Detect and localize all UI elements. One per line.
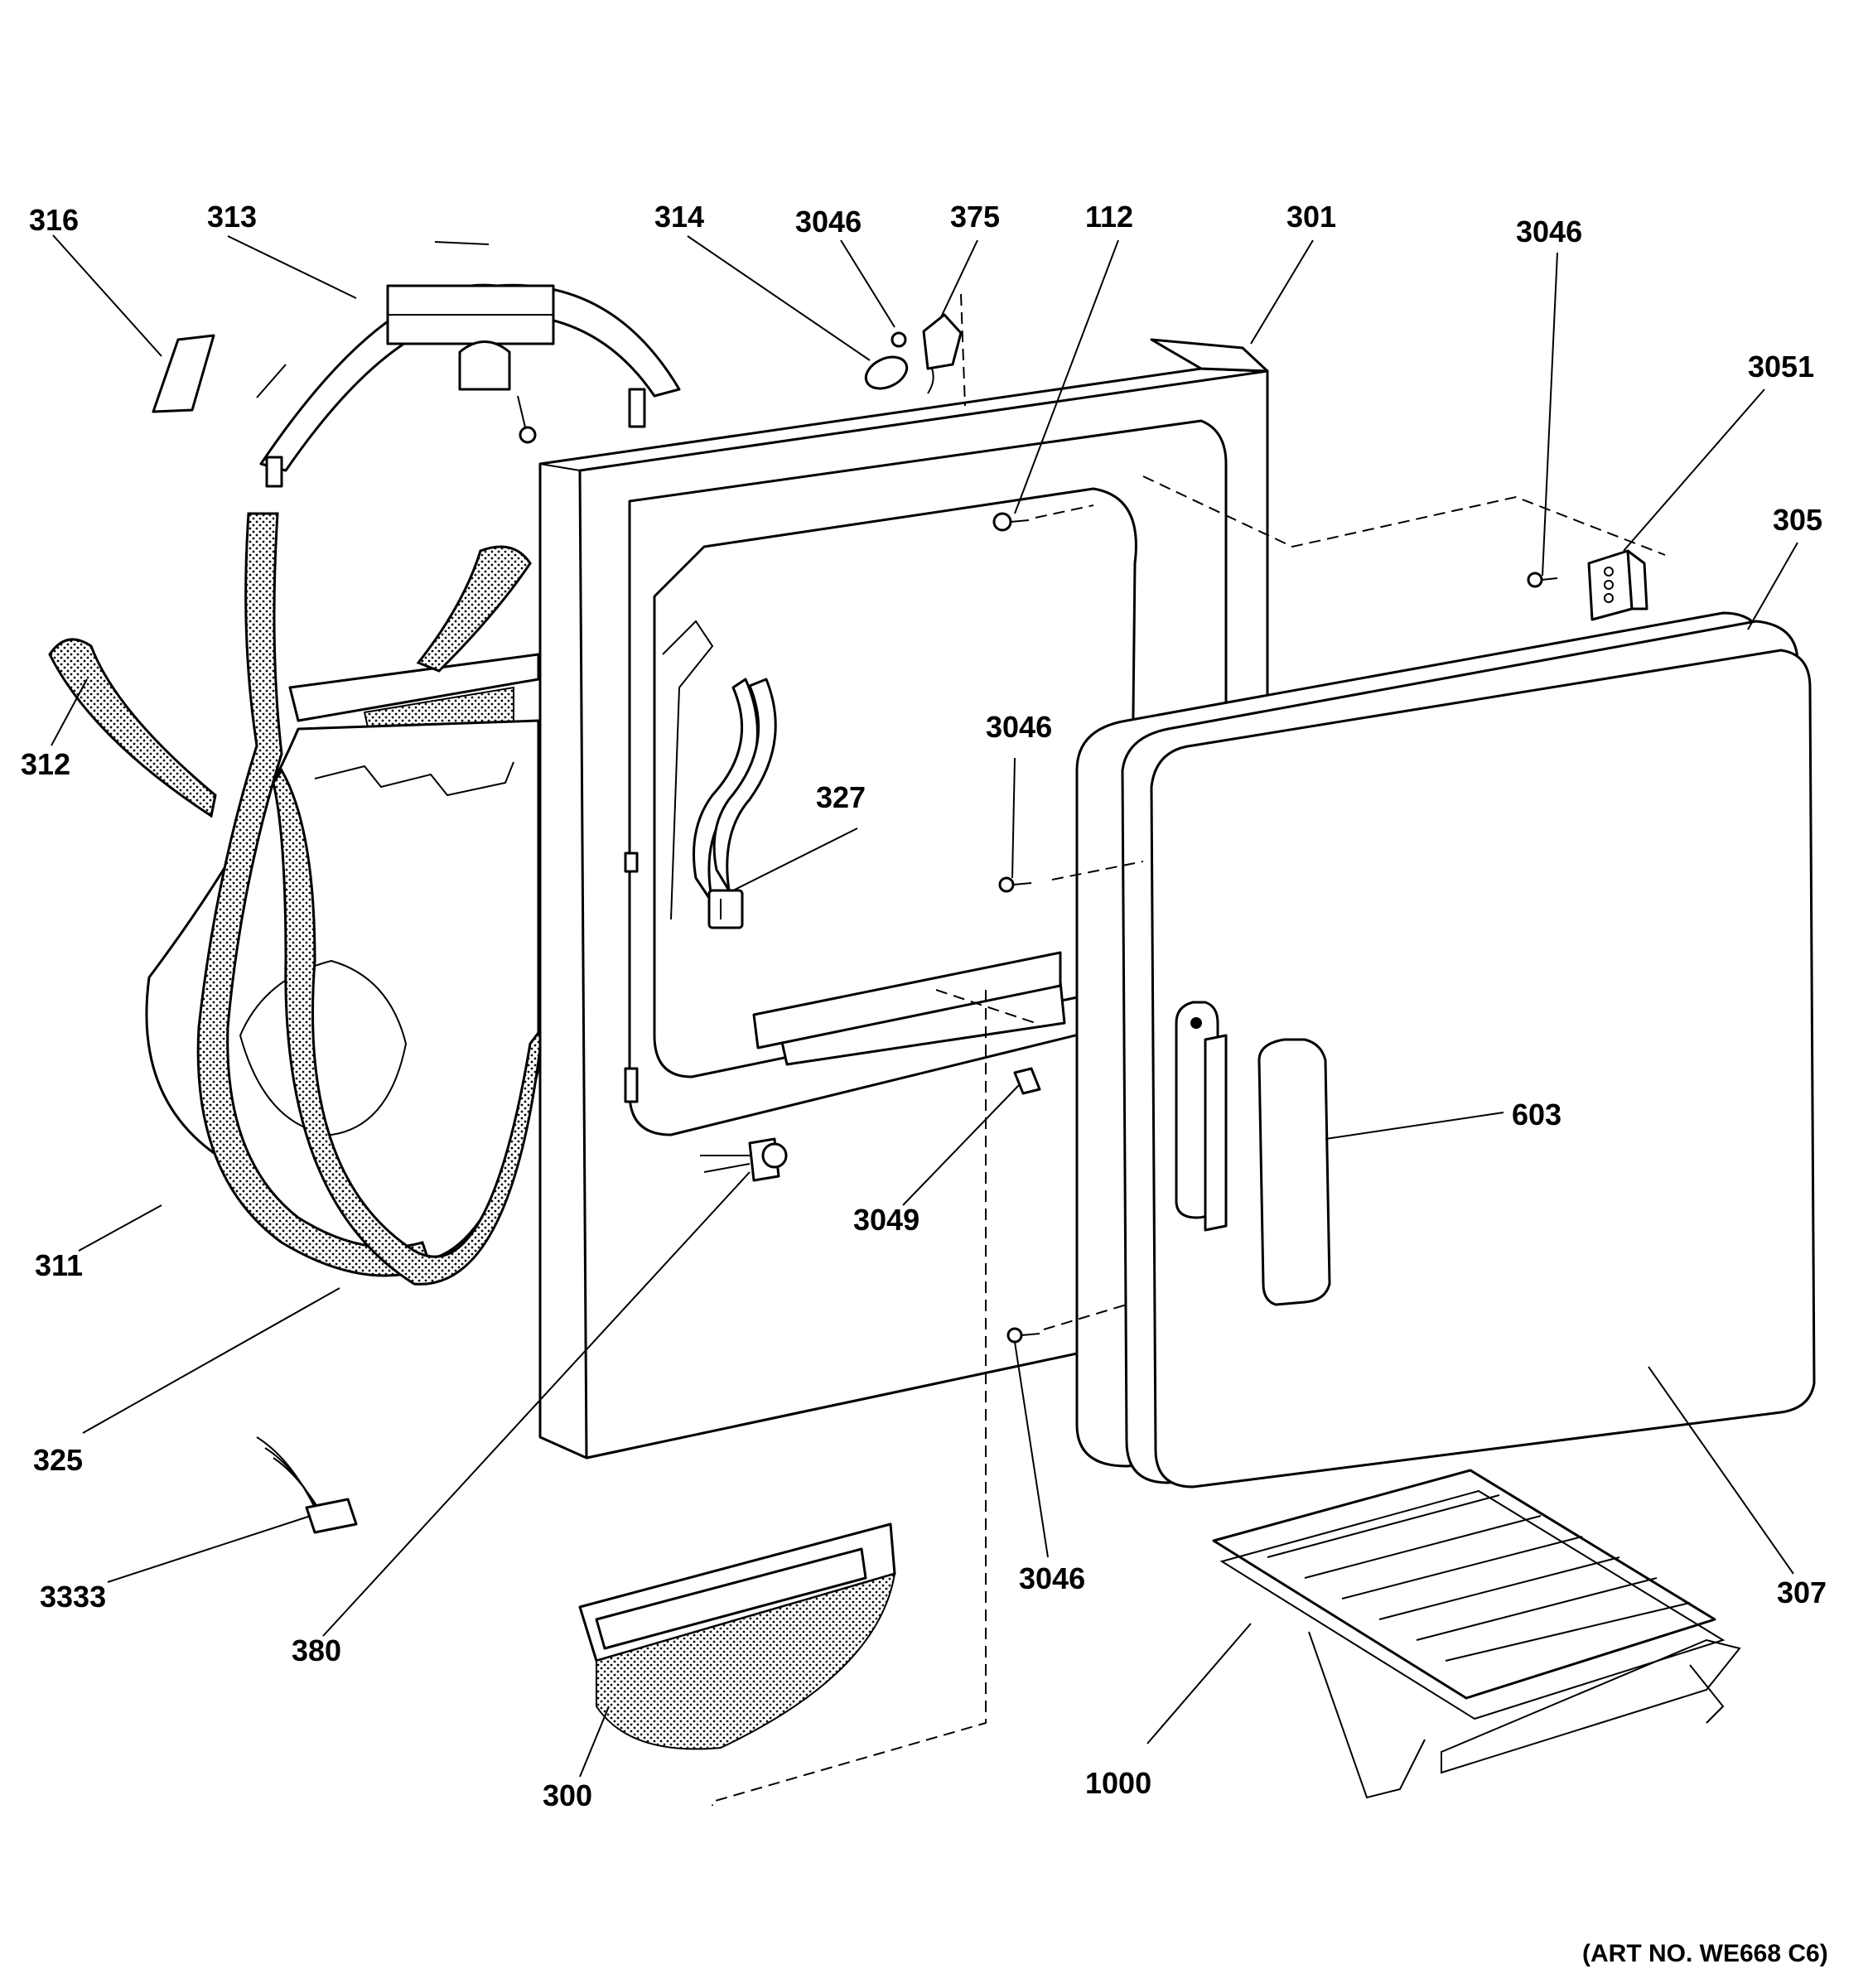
harness-3333 xyxy=(256,1436,358,1534)
reference-lines xyxy=(712,293,1666,1806)
callout-311: 311 xyxy=(35,1248,83,1282)
lamp-socket-314 xyxy=(864,313,963,394)
door-strike-3049 xyxy=(1013,1067,1041,1095)
callout-327: 327 xyxy=(816,780,866,814)
callout-1000: 1000 xyxy=(1085,1766,1151,1800)
drum-seal-312 xyxy=(48,545,545,1286)
callout-3049: 3049 xyxy=(853,1203,920,1237)
callout-112: 112 xyxy=(1085,200,1133,234)
callout-312: 312 xyxy=(21,747,70,781)
callout-3046-right: 3046 xyxy=(1516,215,1582,248)
door-assembly-305 xyxy=(1075,611,1816,1489)
drying-rack-1000 xyxy=(1212,1469,1741,1799)
bearing-arc-313 xyxy=(256,241,681,488)
screw-3046 xyxy=(992,512,1558,1344)
callout-3046-low: 3046 xyxy=(1019,1561,1085,1595)
leader-lines xyxy=(51,234,1798,1778)
callout-603: 603 xyxy=(1512,1098,1561,1132)
lint-filter-300 xyxy=(578,1522,896,1750)
callout-labels: 316 313 314 3046 375 112 301 3046 3051 3… xyxy=(21,200,1828,1967)
callout-3333: 3333 xyxy=(40,1580,106,1614)
callout-375: 375 xyxy=(950,200,1000,234)
art-number: (ART NO. WE668 C6) xyxy=(1582,1940,1828,1967)
callout-3046-mid: 3046 xyxy=(986,710,1052,744)
callout-301: 301 xyxy=(1286,200,1336,234)
callout-380: 380 xyxy=(292,1633,341,1667)
callout-3046-top: 3046 xyxy=(795,205,862,239)
callout-3051: 3051 xyxy=(1748,350,1814,384)
callout-316: 316 xyxy=(29,203,79,237)
callout-313: 313 xyxy=(207,200,257,234)
door-switch-327 xyxy=(707,889,744,929)
callout-314: 314 xyxy=(654,200,704,234)
start-switch-380 xyxy=(700,1137,788,1182)
callout-307: 307 xyxy=(1777,1575,1827,1609)
callout-300: 300 xyxy=(543,1778,592,1812)
callout-325: 325 xyxy=(33,1443,83,1477)
callout-305: 305 xyxy=(1773,503,1822,537)
felt-pad-316 xyxy=(152,334,215,413)
hinge-3051 xyxy=(1587,549,1648,621)
